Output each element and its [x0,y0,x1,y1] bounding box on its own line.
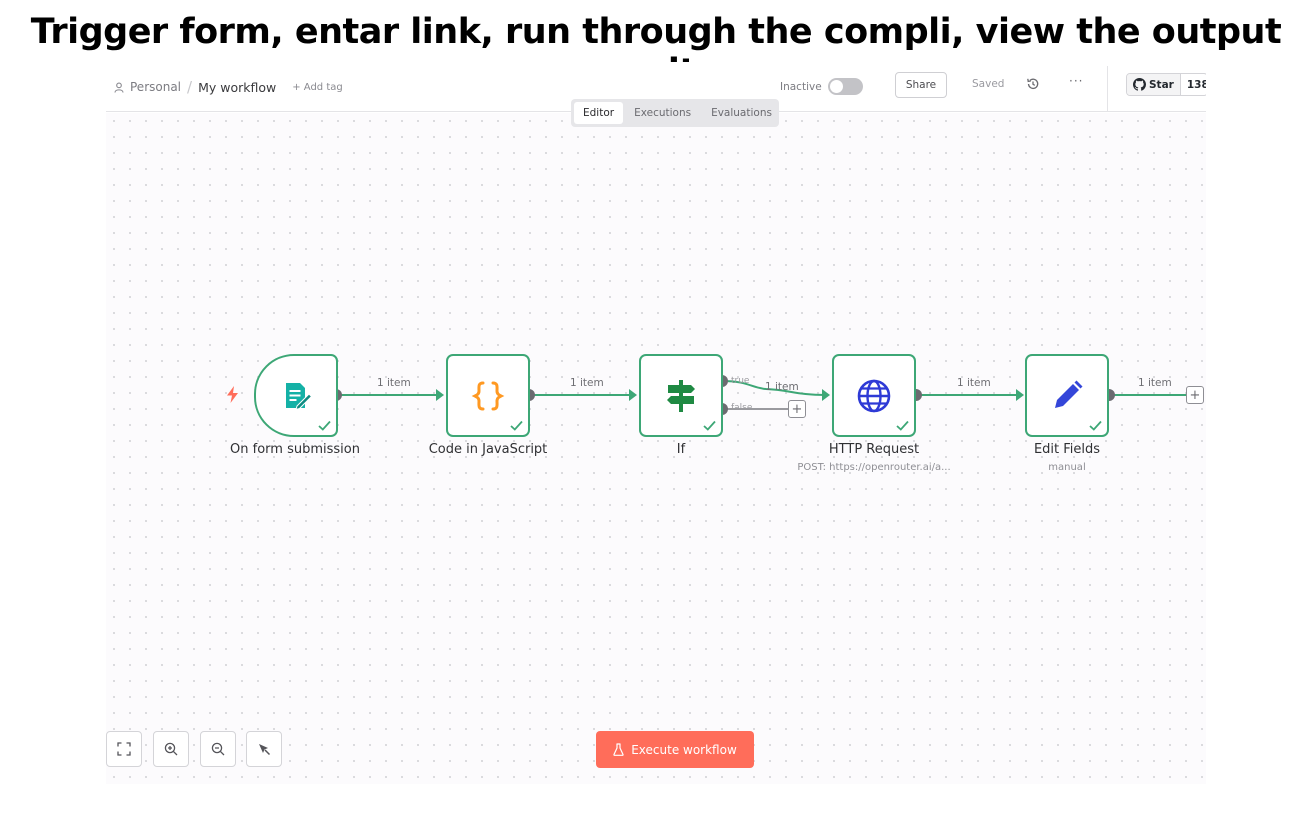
success-check-icon [318,420,331,431]
tab-editor[interactable]: Editor [574,102,624,124]
connection-item-count: 1 item [957,377,991,389]
connection-item-count: 1 item [1138,377,1172,389]
pencil-icon [1055,380,1083,408]
toggle-knob [829,80,843,93]
success-check-icon [510,420,523,431]
node-http-request[interactable] [832,354,916,437]
zoom-in-button[interactable] [153,731,189,767]
execute-workflow-button[interactable]: Execute workflow [596,731,754,768]
workflow-history-icon[interactable] [1026,76,1040,95]
github-star-button[interactable]: Star 138 [1126,73,1206,96]
code-braces-icon [471,381,505,410]
zoom-to-fit-icon [117,742,131,756]
connection-item-count: 1 item [377,377,411,389]
more-options-button[interactable]: ··· [1069,74,1084,88]
github-star-label: Star [1149,78,1174,91]
node-edit-fields[interactable] [1025,354,1109,437]
zoom-to-fit-button[interactable] [106,731,142,767]
add-tag-link[interactable]: + Add tag [292,81,343,93]
node-code-in-javascript[interactable] [446,354,530,437]
saved-status: Saved [972,78,1005,90]
form-icon [286,382,313,410]
success-check-icon [896,420,909,431]
header-divider [1107,66,1108,112]
tab-executions[interactable]: Executions [634,107,692,119]
trigger-bolt-icon [227,386,238,403]
zoom-out-button[interactable] [200,731,236,767]
add-node-end-button[interactable]: + [1186,386,1204,404]
connection-item-count: 1 item [570,377,604,389]
node-if[interactable] [639,354,723,437]
breadcrumb: Personal / My workflow + Add tag [114,78,343,96]
success-check-icon [1089,420,1102,431]
node-label: Edit Fields [1033,442,1101,457]
branch-label-true: true [731,376,750,386]
globe-icon [857,379,891,412]
zoom-in-icon [164,742,178,756]
tidy-up-button[interactable] [246,731,282,767]
tidy-up-icon [259,744,271,756]
node-subtitle: POST: https://openrouter.ai/a... [797,462,951,473]
workflow-name[interactable]: My workflow [198,79,277,95]
node-on-form-submission[interactable] [254,354,338,437]
signpost-icon [667,379,695,412]
active-status-label: Inactive [780,80,822,93]
active-toggle-group: Inactive [780,78,863,95]
node-label: Code in JavaScript [428,442,548,457]
tab-evaluations[interactable]: Evaluations [711,107,772,119]
zoom-out-icon [211,742,225,756]
branch-label-false: false [731,403,753,413]
editor-tabs: Editor Executions Evaluations [571,99,779,127]
node-subtitle: manual [1048,462,1086,473]
share-button[interactable]: Share [895,72,947,98]
add-node-false-branch-button[interactable]: + [788,400,806,418]
connection-item-count: 1 item [765,381,799,393]
execute-workflow-label: Execute workflow [631,742,737,757]
flask-icon [613,743,624,756]
github-star-part: Star [1127,74,1181,95]
github-icon [1133,78,1146,91]
active-toggle[interactable] [827,78,863,95]
github-star-count: 138 [1186,78,1206,91]
breadcrumb-separator: / [187,78,193,96]
node-label: HTTP Request [828,442,920,457]
workflow-canvas[interactable] [106,113,1206,784]
success-check-icon [703,420,716,431]
user-icon [114,82,124,93]
workflow-editor: Personal / My workflow + Add tag Inactiv… [106,62,1206,784]
node-label: On form submission [230,442,360,457]
breadcrumb-project[interactable]: Personal [130,80,182,94]
node-label: If [676,442,686,457]
